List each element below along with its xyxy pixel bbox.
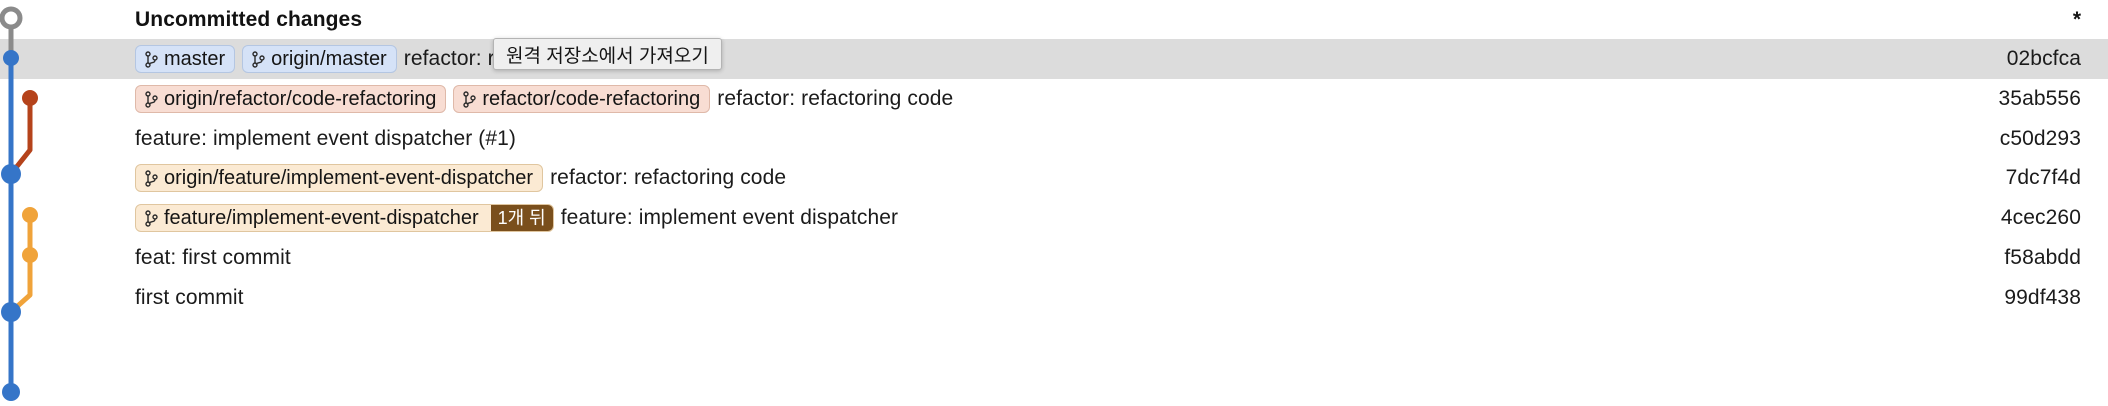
commit-message-area: feat: first commit xyxy=(135,239,1938,278)
commit-row[interactable]: first commit 99df438 xyxy=(0,278,2108,318)
commit-message-area: feature: implement event dispatcher (#1) xyxy=(135,120,1938,159)
commit-hash: 02bcfca xyxy=(2006,47,2081,70)
branch-icon xyxy=(463,90,477,108)
commit-hash: 4cec260 xyxy=(2000,206,2081,229)
ref-badge-label: master xyxy=(164,48,226,70)
commit-hash: 7dc7f4d xyxy=(2005,166,2081,189)
commit-message-area: origin/feature/implement-event-dispatche… xyxy=(135,159,1938,198)
fetch-tooltip: 원격 저장소에서 가져오기 xyxy=(493,38,722,70)
commit-message-area: origin/refactor/code-refactoring refactor… xyxy=(135,80,1938,119)
ref-badge[interactable]: master xyxy=(135,45,236,73)
header-row[interactable]: Uncommitted changes * xyxy=(0,0,2108,40)
ref-badge[interactable]: origin/feature/implement-event-dispatche… xyxy=(135,164,544,192)
behind-count-badge: 1개 뒤 xyxy=(490,205,553,231)
uncommitted-marker: * xyxy=(2072,8,2081,31)
commit-hash: 35ab556 xyxy=(1998,87,2081,110)
ref-badge-label: refactor/code-refactoring xyxy=(482,88,701,110)
commit-message: feat: first commit xyxy=(135,246,291,269)
branch-icon xyxy=(145,209,158,227)
ref-badge[interactable]: origin/master xyxy=(242,45,397,73)
commit-message: refactor: refactoring code xyxy=(550,166,787,189)
ref-badge[interactable]: refactor/code-refactoring xyxy=(453,85,711,113)
commit-message-area: first commit xyxy=(135,279,1938,318)
commit-message: refactor: refactoring code xyxy=(717,87,954,110)
ref-badge-label: origin/refactor/code-refactoring xyxy=(164,88,437,110)
commit-row[interactable]: feature: implement event dispatcher (#1)… xyxy=(0,119,2108,159)
commit-hash: f58abdd xyxy=(2004,246,2081,269)
commit-row[interactable]: origin/feature/implement-event-dispatche… xyxy=(0,158,2108,198)
branch-icon xyxy=(145,169,158,187)
ref-badge[interactable]: origin/refactor/code-refactoring xyxy=(135,85,447,113)
ref-badge-label: origin/feature/implement-event-dispatche… xyxy=(164,167,534,189)
commit-message: feature: implement event dispatcher xyxy=(560,206,899,229)
branch-icon xyxy=(145,50,158,68)
commit-message: feature: implement event dispatcher (#1) xyxy=(135,127,517,150)
commit-hash: c50d293 xyxy=(1999,127,2081,150)
page-title: Uncommitted changes xyxy=(135,8,363,31)
branch-icon xyxy=(145,90,158,108)
ref-badge[interactable]: feature/implement-event-dispatcher 1개 뒤 xyxy=(135,204,554,232)
commit-message: first commit xyxy=(135,286,244,309)
ref-badge-label: origin/master xyxy=(271,48,387,70)
ref-badge-label: feature/implement-event-dispatcher xyxy=(164,207,479,229)
commit-row[interactable]: origin/refactor/code-refactoring refactor… xyxy=(0,79,2108,119)
commit-hash: 99df438 xyxy=(2004,286,2081,309)
branch-icon xyxy=(252,50,265,68)
commit-row[interactable]: feat: first commit f58abdd xyxy=(0,238,2108,278)
graph-node-99df438 xyxy=(2,383,20,401)
tooltip-text: 원격 저장소에서 가져오기 xyxy=(506,45,709,67)
commit-message-area: Uncommitted changes xyxy=(135,1,1938,40)
